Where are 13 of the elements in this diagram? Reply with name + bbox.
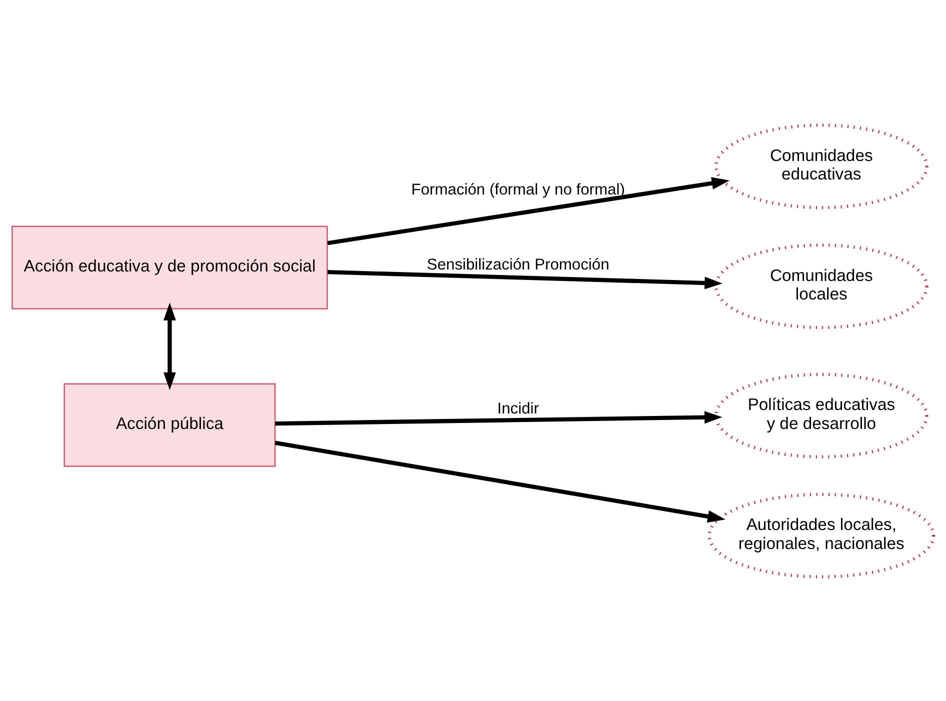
node-box: Acción pública (64, 382, 276, 466)
arrow (275, 410, 722, 426)
arrow (327, 176, 730, 245)
edge-label: Incidir (497, 400, 539, 418)
edge-label: Sensibilización Promoción (426, 256, 610, 274)
node-ellipse: Comunidades educativas (714, 123, 928, 209)
node-ellipse: Comunidades locales (714, 243, 928, 329)
node-box: Acción educativa y de promoción social (12, 225, 328, 309)
arrow (163, 302, 176, 390)
arrow (328, 270, 722, 289)
node-ellipse: Políticas educativas y de desarrollo (714, 372, 928, 458)
edge-label: Formación (formal y no formal) (411, 181, 625, 198)
arrow (274, 440, 726, 522)
